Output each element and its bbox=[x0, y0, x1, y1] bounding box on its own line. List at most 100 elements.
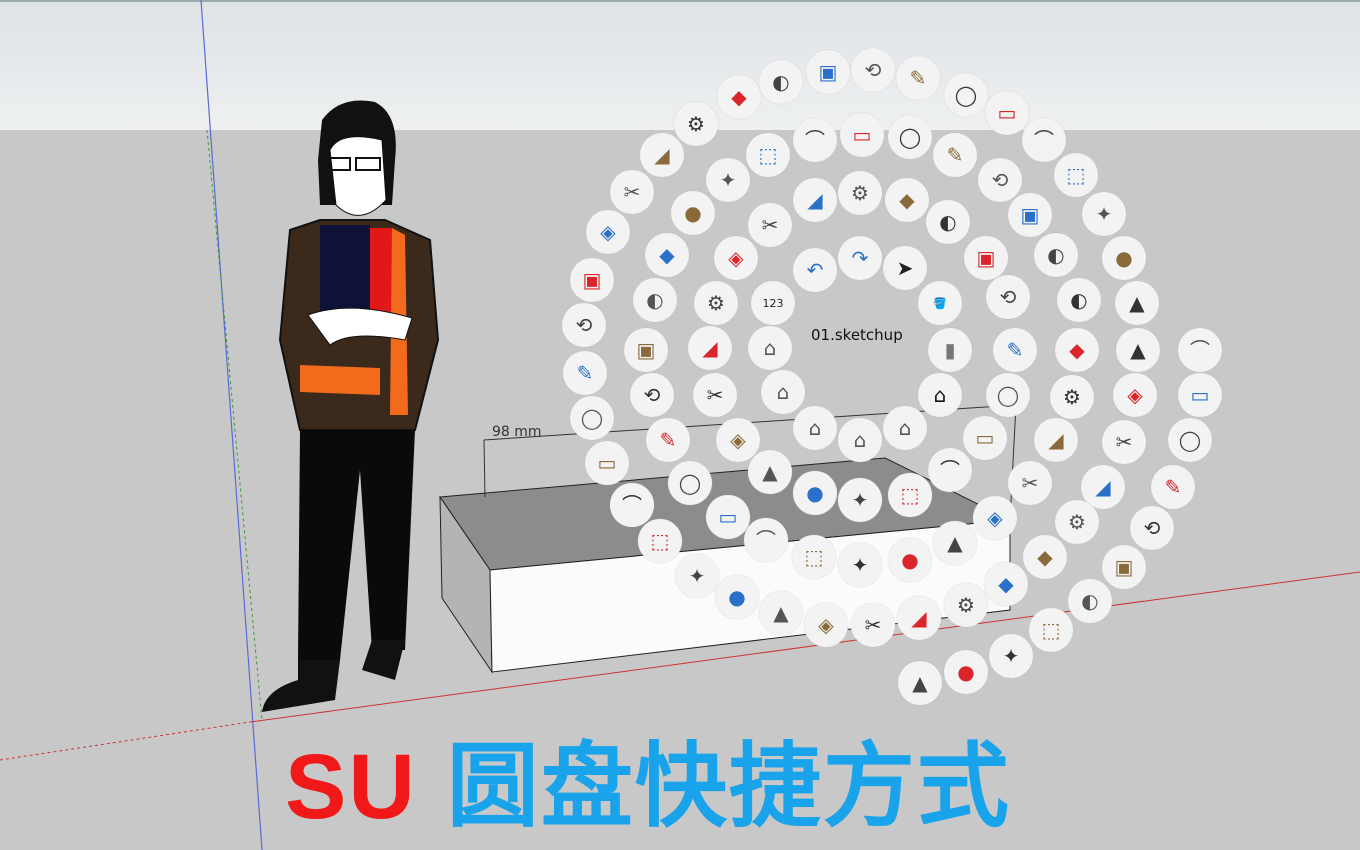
house-side-button[interactable]: ⌂ bbox=[761, 370, 805, 414]
tool-shortcut-button[interactable]: ● bbox=[944, 650, 988, 694]
tool-shortcut-button[interactable]: ● bbox=[715, 575, 759, 619]
tool-shortcut-button[interactable]: ▣ bbox=[964, 236, 1008, 280]
tool-shortcut-button[interactable]: ⟲ bbox=[986, 275, 1030, 319]
tool-shortcut-button[interactable]: ◈ bbox=[973, 496, 1017, 540]
tool-shortcut-button[interactable]: ◯ bbox=[986, 373, 1030, 417]
tool-shortcut-button[interactable]: ✎ bbox=[993, 328, 1037, 372]
tool-shortcut-button[interactable]: ✎ bbox=[933, 133, 977, 177]
tool-shortcut-button[interactable]: ◯ bbox=[668, 461, 712, 505]
tool-shortcut-button[interactable]: ✦ bbox=[838, 478, 882, 522]
tool-shortcut-button[interactable]: ▲ bbox=[933, 521, 977, 565]
tool-shortcut-button[interactable]: ✎ bbox=[646, 418, 690, 462]
tool-shortcut-button[interactable]: ✦ bbox=[838, 543, 882, 587]
tool-shortcut-button[interactable]: ◯ bbox=[570, 396, 614, 440]
tool-shortcut-button[interactable]: ◢ bbox=[640, 133, 684, 177]
tool-shortcut-button[interactable]: ◆ bbox=[885, 178, 929, 222]
dimension-123-button[interactable]: 123 bbox=[751, 281, 795, 325]
house-back-button[interactable]: ⌂ bbox=[748, 326, 792, 370]
tool-shortcut-button[interactable]: ● bbox=[1102, 236, 1146, 280]
tool-shortcut-button[interactable]: ⌒ bbox=[744, 518, 788, 562]
tool-shortcut-button[interactable]: ◯ bbox=[1168, 418, 1212, 462]
tool-shortcut-button[interactable]: ⟲ bbox=[562, 303, 606, 347]
tool-shortcut-button[interactable]: ◈ bbox=[586, 210, 630, 254]
tool-shortcut-button[interactable]: ◐ bbox=[1034, 233, 1078, 277]
tool-shortcut-button[interactable]: ◈ bbox=[804, 603, 848, 647]
tool-shortcut-button[interactable]: ⚙ bbox=[694, 281, 738, 325]
tool-shortcut-button[interactable]: ⌒ bbox=[1178, 328, 1222, 372]
tool-shortcut-button[interactable]: ◈ bbox=[1113, 373, 1157, 417]
tool-shortcut-button[interactable]: ▭ bbox=[585, 441, 629, 485]
tool-shortcut-button[interactable]: ✂ bbox=[693, 373, 737, 417]
house-front-button[interactable]: ⌂ bbox=[793, 406, 837, 450]
tool-shortcut-button[interactable]: ✂ bbox=[748, 203, 792, 247]
tool-shortcut-button[interactable]: ◈ bbox=[716, 418, 760, 462]
tool-shortcut-button[interactable]: ◐ bbox=[759, 60, 803, 104]
paint-bucket-button[interactable]: 🪣 bbox=[918, 281, 962, 325]
tool-shortcut-button[interactable]: ⬚ bbox=[792, 535, 836, 579]
tool-shortcut-button[interactable]: ⚙ bbox=[674, 102, 718, 146]
tool-shortcut-button[interactable]: ◆ bbox=[717, 75, 761, 119]
tool-shortcut-button[interactable]: ◆ bbox=[984, 562, 1028, 606]
tool-shortcut-button[interactable]: ⬚ bbox=[888, 473, 932, 517]
tool-shortcut-button[interactable]: ▣ bbox=[1102, 545, 1146, 589]
tool-shortcut-button[interactable]: ▣ bbox=[1008, 193, 1052, 237]
tool-shortcut-button[interactable]: ◆ bbox=[1055, 328, 1099, 372]
tool-shortcut-button[interactable]: ▲ bbox=[759, 591, 803, 635]
tool-shortcut-button[interactable]: ⚙ bbox=[838, 171, 882, 215]
tool-shortcut-button[interactable]: ◢ bbox=[688, 326, 732, 370]
undo-button[interactable]: ↶ bbox=[793, 248, 837, 292]
tool-shortcut-button[interactable]: ◢ bbox=[1034, 418, 1078, 462]
tool-shortcut-button[interactable]: ✂ bbox=[1102, 420, 1146, 464]
tool-shortcut-button[interactable]: ▣ bbox=[806, 50, 850, 94]
house-iso-button[interactable]: ⌂ bbox=[883, 406, 927, 450]
tool-shortcut-button[interactable]: ● bbox=[888, 538, 932, 582]
tool-shortcut-button[interactable]: ▭ bbox=[1178, 373, 1222, 417]
tool-shortcut-button[interactable]: ◯ bbox=[888, 115, 932, 159]
tool-shortcut-button[interactable]: ◈ bbox=[714, 236, 758, 280]
component-button[interactable]: ▮ bbox=[928, 328, 972, 372]
tool-shortcut-button[interactable]: ✦ bbox=[675, 554, 719, 598]
tool-shortcut-button[interactable]: ▲ bbox=[748, 450, 792, 494]
tool-shortcut-button[interactable]: ◢ bbox=[793, 178, 837, 222]
tool-shortcut-button[interactable]: ◢ bbox=[1081, 465, 1125, 509]
tool-shortcut-button[interactable]: ◐ bbox=[1057, 278, 1101, 322]
tool-shortcut-button[interactable]: ⟲ bbox=[1130, 506, 1174, 550]
tool-shortcut-button[interactable]: ⬚ bbox=[1054, 153, 1098, 197]
tool-shortcut-button[interactable]: ✂ bbox=[610, 170, 654, 214]
tool-shortcut-button[interactable]: ▭ bbox=[985, 91, 1029, 135]
house-top-button[interactable]: ⌂ bbox=[838, 418, 882, 462]
tool-shortcut-button[interactable]: ◐ bbox=[633, 278, 677, 322]
tool-shortcut-button[interactable]: ✦ bbox=[1082, 192, 1126, 236]
tool-shortcut-button[interactable]: ● bbox=[793, 471, 837, 515]
redo-button[interactable]: ↷ bbox=[838, 236, 882, 280]
tool-shortcut-button[interactable]: ✂ bbox=[1008, 461, 1052, 505]
tool-shortcut-button[interactable]: ◐ bbox=[1068, 579, 1112, 623]
tool-shortcut-button[interactable]: ✂ bbox=[851, 603, 895, 647]
tool-shortcut-button[interactable]: ⚙ bbox=[1050, 375, 1094, 419]
tool-shortcut-button[interactable]: ✦ bbox=[706, 158, 750, 202]
tool-shortcut-button[interactable]: ◯ bbox=[944, 73, 988, 117]
tool-shortcut-button[interactable]: ▣ bbox=[624, 328, 668, 372]
tool-shortcut-button[interactable]: ⬚ bbox=[1029, 608, 1073, 652]
tool-shortcut-button[interactable]: ▲ bbox=[1115, 281, 1159, 325]
tool-shortcut-button[interactable]: ◆ bbox=[645, 233, 689, 277]
select-arrow-button[interactable]: ➤ bbox=[883, 246, 927, 290]
tool-shortcut-button[interactable]: ▣ bbox=[570, 258, 614, 302]
tool-shortcut-button[interactable]: ✦ bbox=[989, 634, 1033, 678]
tool-shortcut-button[interactable]: ⌒ bbox=[793, 118, 837, 162]
home-button[interactable]: ⌂ bbox=[918, 373, 962, 417]
tool-shortcut-button[interactable]: ▭ bbox=[840, 113, 884, 157]
tool-shortcut-button[interactable]: ◐ bbox=[926, 200, 970, 244]
tool-shortcut-button[interactable]: ◢ bbox=[897, 596, 941, 640]
tool-shortcut-button[interactable]: ⬚ bbox=[746, 133, 790, 177]
tool-shortcut-button[interactable]: ✎ bbox=[563, 351, 607, 395]
tool-shortcut-button[interactable]: ✎ bbox=[896, 56, 940, 100]
tool-shortcut-button[interactable]: ◆ bbox=[1023, 535, 1067, 579]
tool-shortcut-button[interactable]: ⌒ bbox=[610, 483, 654, 527]
tool-shortcut-button[interactable]: ▭ bbox=[706, 495, 750, 539]
tool-shortcut-button[interactable]: ⟲ bbox=[851, 48, 895, 92]
tool-shortcut-button[interactable]: ⚙ bbox=[944, 583, 988, 627]
tool-shortcut-button[interactable]: ⌒ bbox=[928, 448, 972, 492]
tool-shortcut-button[interactable]: ⟲ bbox=[978, 158, 1022, 202]
tool-shortcut-button[interactable]: ▲ bbox=[898, 661, 942, 705]
